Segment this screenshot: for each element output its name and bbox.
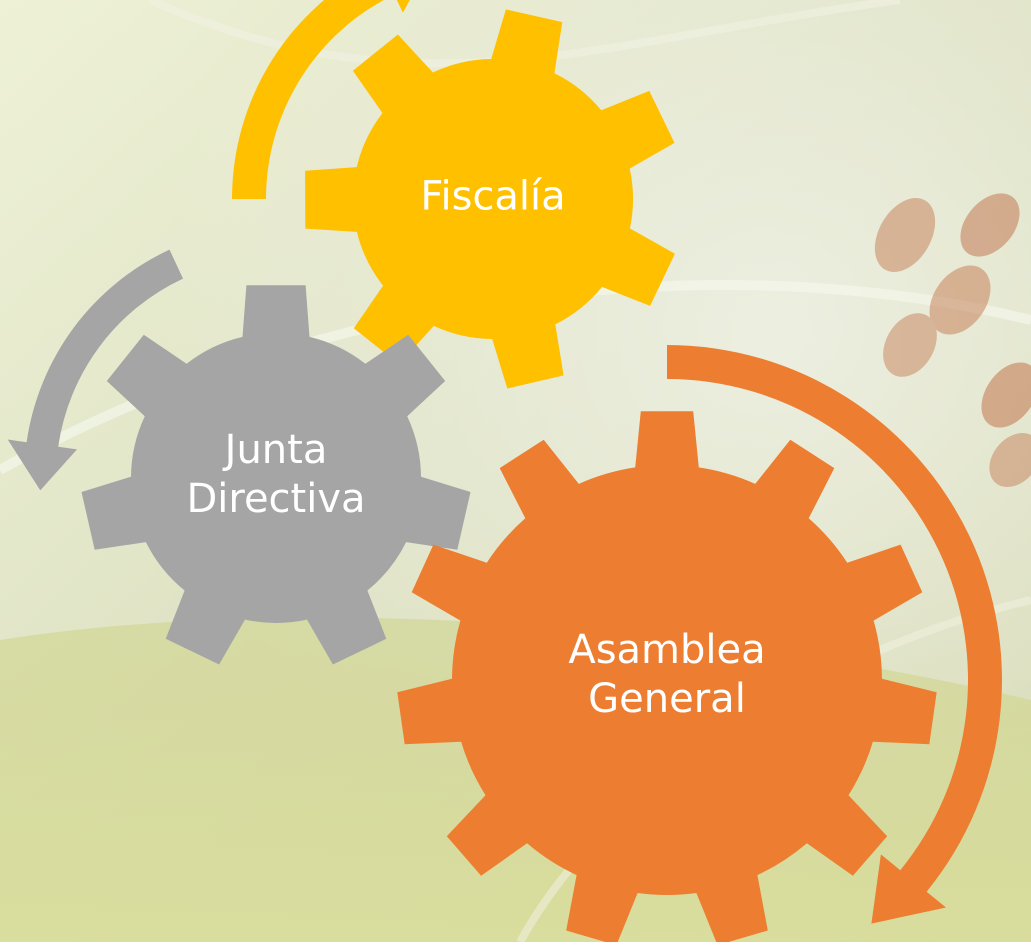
arrow-yellow-icon bbox=[232, 0, 410, 199]
junta-directiva-label: Junta Directiva bbox=[186, 426, 365, 524]
asamblea-general-label: Asamblea General bbox=[568, 626, 765, 724]
fiscalia-label-text: Fiscalía bbox=[420, 173, 566, 220]
gear-junta-directiva bbox=[81, 285, 471, 665]
junta-label-line2: Directiva bbox=[186, 476, 366, 522]
arrow-gray-icon bbox=[7, 249, 184, 491]
gear-fiscalia bbox=[305, 9, 675, 389]
arrow-orange-icon bbox=[667, 345, 1002, 924]
junta-label-line1: Junta bbox=[224, 427, 328, 473]
asamblea-label-line1: Asamblea bbox=[568, 627, 766, 673]
fiscalia-label: Fiscalía bbox=[420, 173, 565, 222]
gear-asamblea-general bbox=[397, 411, 937, 946]
asamblea-label-line2: General bbox=[588, 676, 746, 722]
capsule-decorations bbox=[874, 193, 1031, 487]
